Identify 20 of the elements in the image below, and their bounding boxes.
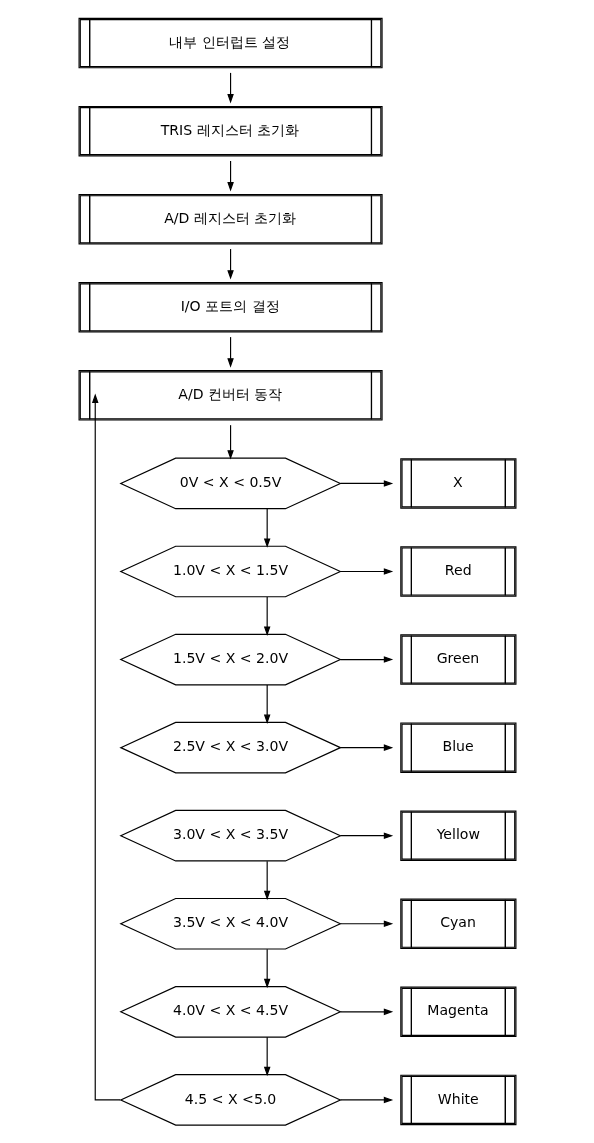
arrow	[339, 1008, 393, 1016]
arrow	[263, 1036, 270, 1077]
arrow	[339, 656, 393, 663]
arrow	[339, 1096, 393, 1104]
arrow	[263, 860, 270, 901]
arrow	[263, 684, 270, 724]
arrow	[339, 832, 393, 839]
arrow	[339, 744, 393, 751]
arrow	[263, 508, 270, 548]
arrow	[339, 480, 393, 487]
arrow	[263, 948, 270, 989]
arrow	[226, 72, 234, 104]
arrow	[339, 920, 393, 928]
arrow	[339, 568, 393, 575]
arrow	[263, 596, 270, 636]
arrow	[226, 424, 234, 460]
arrow	[226, 160, 234, 192]
arrow	[91, 393, 121, 1101]
arrow	[226, 336, 234, 368]
arrow	[226, 248, 234, 280]
